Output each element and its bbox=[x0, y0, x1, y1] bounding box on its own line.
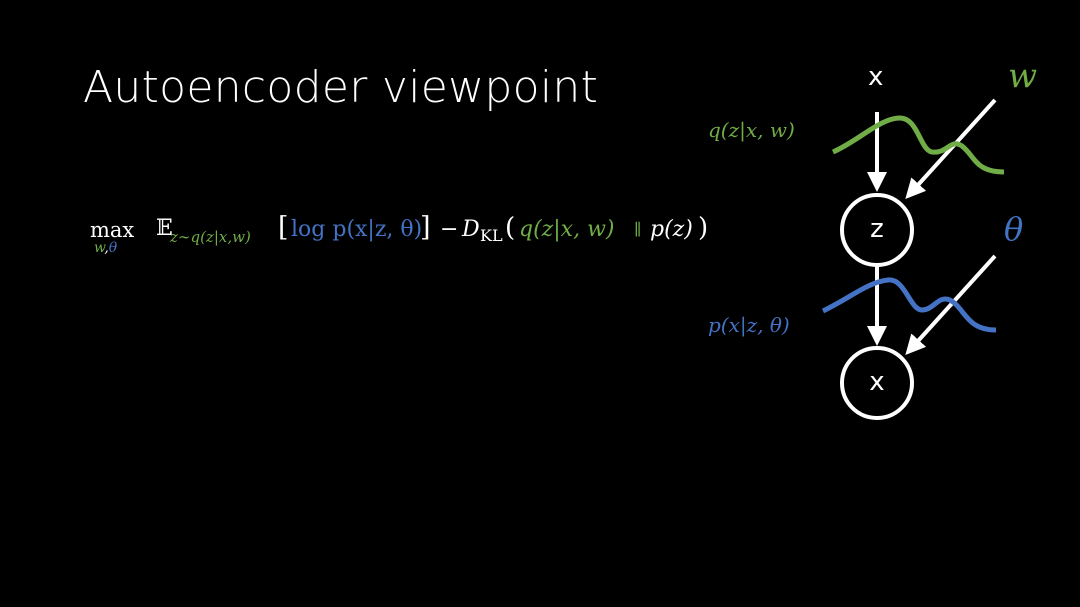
encoder-param-label: w bbox=[1008, 56, 1038, 96]
elbo-equation: max w,θ 𝔼 z∼q(z|x,w) [ log p(x|z, θ) ] −… bbox=[90, 210, 770, 260]
right-paren: ) bbox=[698, 213, 709, 243]
minus-sign: − bbox=[440, 217, 459, 242]
observed-node bbox=[840, 346, 914, 420]
latent-node-label: z bbox=[870, 214, 884, 244]
expectation-subscript: z∼q(z|x,w) bbox=[170, 228, 251, 246]
encoder-distribution-curve bbox=[831, 115, 1005, 175]
left-bracket: [ bbox=[278, 212, 289, 243]
decoder-param-label: θ bbox=[1004, 210, 1024, 248]
arrow-theta-to-x bbox=[905, 254, 997, 355]
max-operator: max bbox=[90, 218, 135, 242]
parallel-symbol: ∥ bbox=[634, 220, 642, 239]
input-x-label: x bbox=[868, 62, 884, 92]
decoder-distribution-curve bbox=[821, 277, 997, 333]
slide-title: Autoencoder viewpoint bbox=[83, 62, 599, 113]
encoder-label: q(z|x, w) bbox=[708, 118, 795, 142]
max-subscript: w,θ bbox=[94, 240, 118, 256]
prior-term: p(z) bbox=[650, 217, 693, 242]
arrow-w-to-z bbox=[905, 98, 997, 199]
expectation-symbol: 𝔼 bbox=[156, 216, 173, 241]
kl-subscript: KL bbox=[480, 226, 503, 245]
latent-node bbox=[840, 193, 914, 267]
right-bracket: ] bbox=[420, 212, 431, 243]
observed-node-label: x bbox=[869, 367, 885, 397]
posterior-term: q(z|x, w) bbox=[519, 217, 615, 242]
log-likelihood-term: log p(x|z, θ) bbox=[291, 217, 423, 242]
left-paren: ( bbox=[505, 213, 516, 243]
kl-divergence-symbol: D bbox=[462, 217, 480, 242]
decoder-label: p(x|z, θ) bbox=[708, 313, 790, 337]
